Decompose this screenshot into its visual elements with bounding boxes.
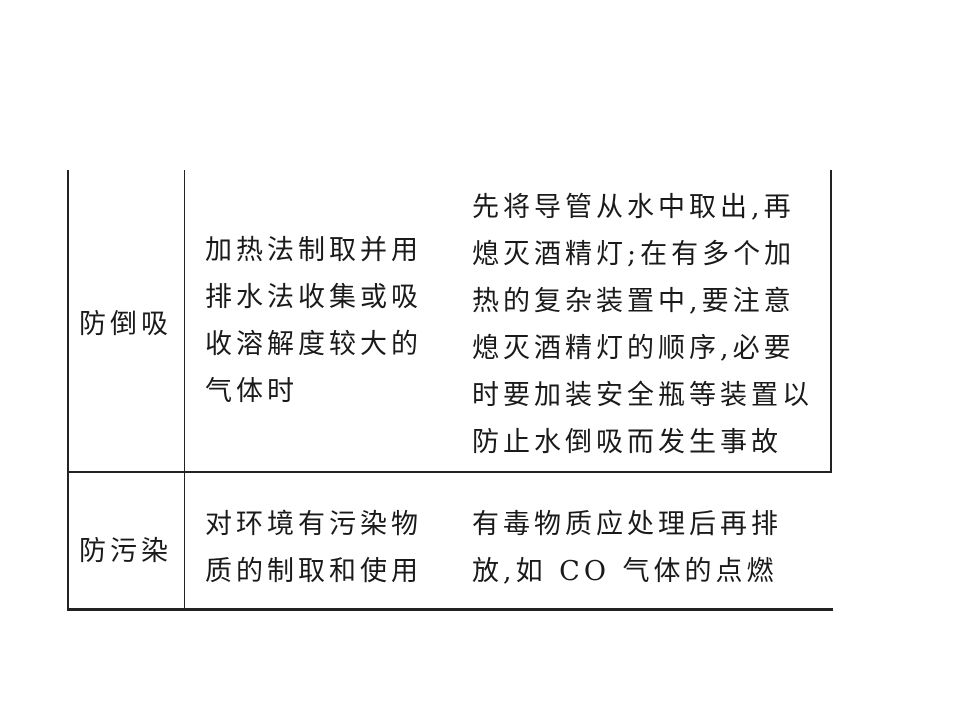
measure-cell-anti-pollution: 有毒物质应处理后再排 放,如 CO 气体的点燃 [472, 509, 782, 587]
row-header-anti-pollution: 防污染 [79, 536, 172, 567]
measure-cell-anti-backflow: 先将导管从水中取出,再 熄灭酒精灯;在有多个加 热的复杂装置中,要注意 熄灭酒精… [472, 192, 813, 458]
condition-cell-anti-pollution: 对环境有污染物 质的制取和使用 [205, 509, 422, 587]
table-border-right [830, 170, 832, 473]
row-divider [67, 471, 832, 473]
table-border-bottom [67, 608, 833, 611]
table-border-left [67, 170, 69, 611]
safety-table: 防倒吸 加热法制取并用 排水法收集或吸 收溶解度较大的 气体时 先将导管从水中取… [67, 170, 833, 611]
row-header-anti-backflow: 防倒吸 [79, 309, 172, 340]
condition-cell-anti-backflow: 加热法制取并用 排水法收集或吸 收溶解度较大的 气体时 [205, 235, 422, 407]
column-divider [184, 170, 185, 611]
